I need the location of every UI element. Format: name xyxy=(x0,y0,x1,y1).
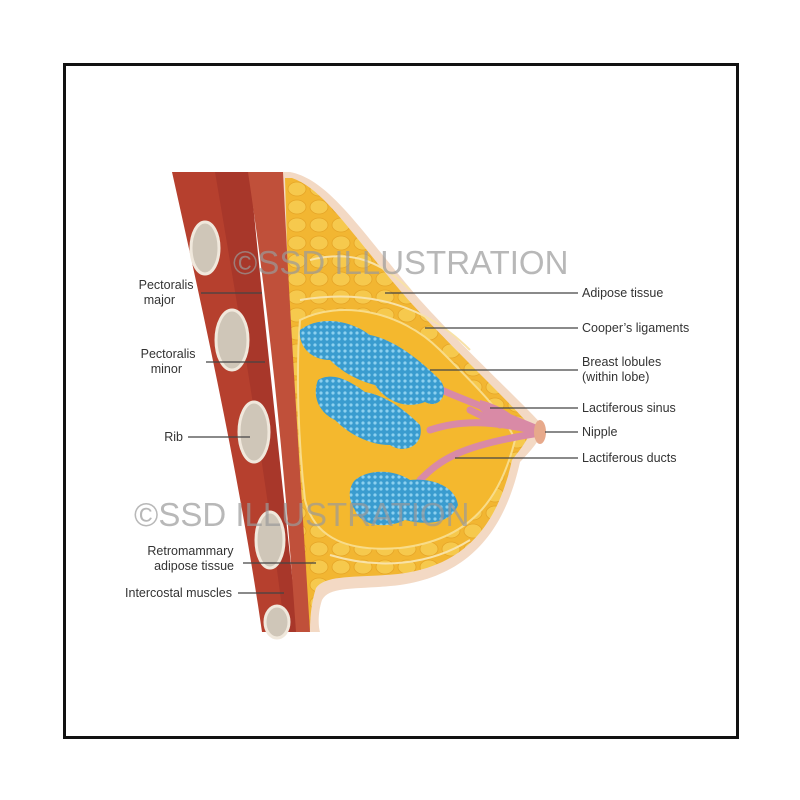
label-retromammary-adipose-tissue: Retromammary adipose tissue xyxy=(147,544,237,573)
watermark: ©SSD ILLUSTRATION xyxy=(134,496,469,533)
label-breast-lobules: Breast lobules (within lobe) xyxy=(582,355,665,384)
coopers-ligaments xyxy=(299,255,471,565)
breast-lobules-middle xyxy=(315,376,421,449)
pectoralis-major xyxy=(248,172,310,632)
label-pectoralis-minor: Pectoralis minor xyxy=(141,347,199,376)
label-nipple: Nipple xyxy=(582,425,617,439)
label-lactiferous-sinus: Lactiferous sinus xyxy=(582,401,676,415)
diagram-frame xyxy=(63,63,739,739)
lactiferous-ducts xyxy=(416,376,544,484)
label-rib: Rib xyxy=(164,430,183,444)
watermark: ©SSD ILLUSTRATION xyxy=(233,244,568,281)
label-lactiferous-ducts: Lactiferous ducts xyxy=(582,451,677,465)
label-coopers-ligaments: Cooper’s ligaments xyxy=(582,321,689,335)
breast-lobules-upper xyxy=(299,320,445,405)
breast-lobules-lower xyxy=(349,471,458,526)
nipple xyxy=(534,420,546,444)
label-adipose-tissue: Adipose tissue xyxy=(582,286,663,300)
label-intercostal-muscles: Intercostal muscles xyxy=(125,586,232,600)
lactiferous-sinus xyxy=(480,400,520,426)
ribs xyxy=(189,220,291,640)
leader-lines xyxy=(188,292,578,594)
label-pectoralis-major: Pectoralis major xyxy=(139,278,197,307)
